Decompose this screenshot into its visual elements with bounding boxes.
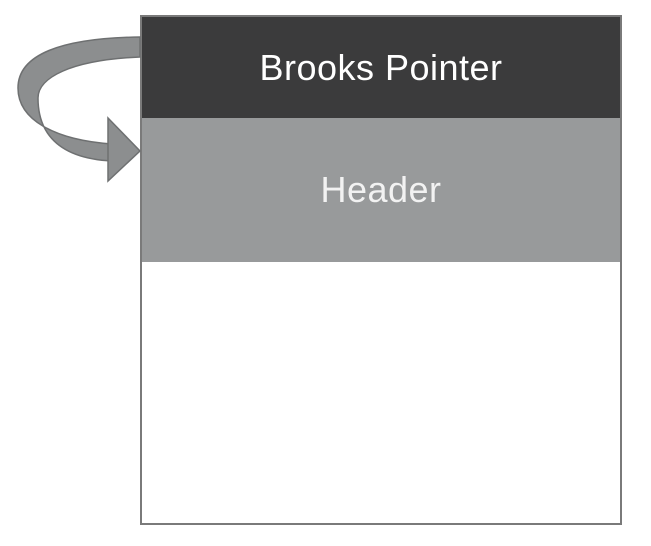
header-block: Header xyxy=(142,118,620,262)
object-layout-box: Brooks Pointer Header xyxy=(140,15,622,525)
brooks-pointer-label: Brooks Pointer xyxy=(259,46,503,88)
brooks-pointer-block: Brooks Pointer xyxy=(142,17,620,118)
arrowhead xyxy=(107,116,142,183)
header-label: Header xyxy=(320,169,442,210)
object-body-block xyxy=(142,262,620,523)
